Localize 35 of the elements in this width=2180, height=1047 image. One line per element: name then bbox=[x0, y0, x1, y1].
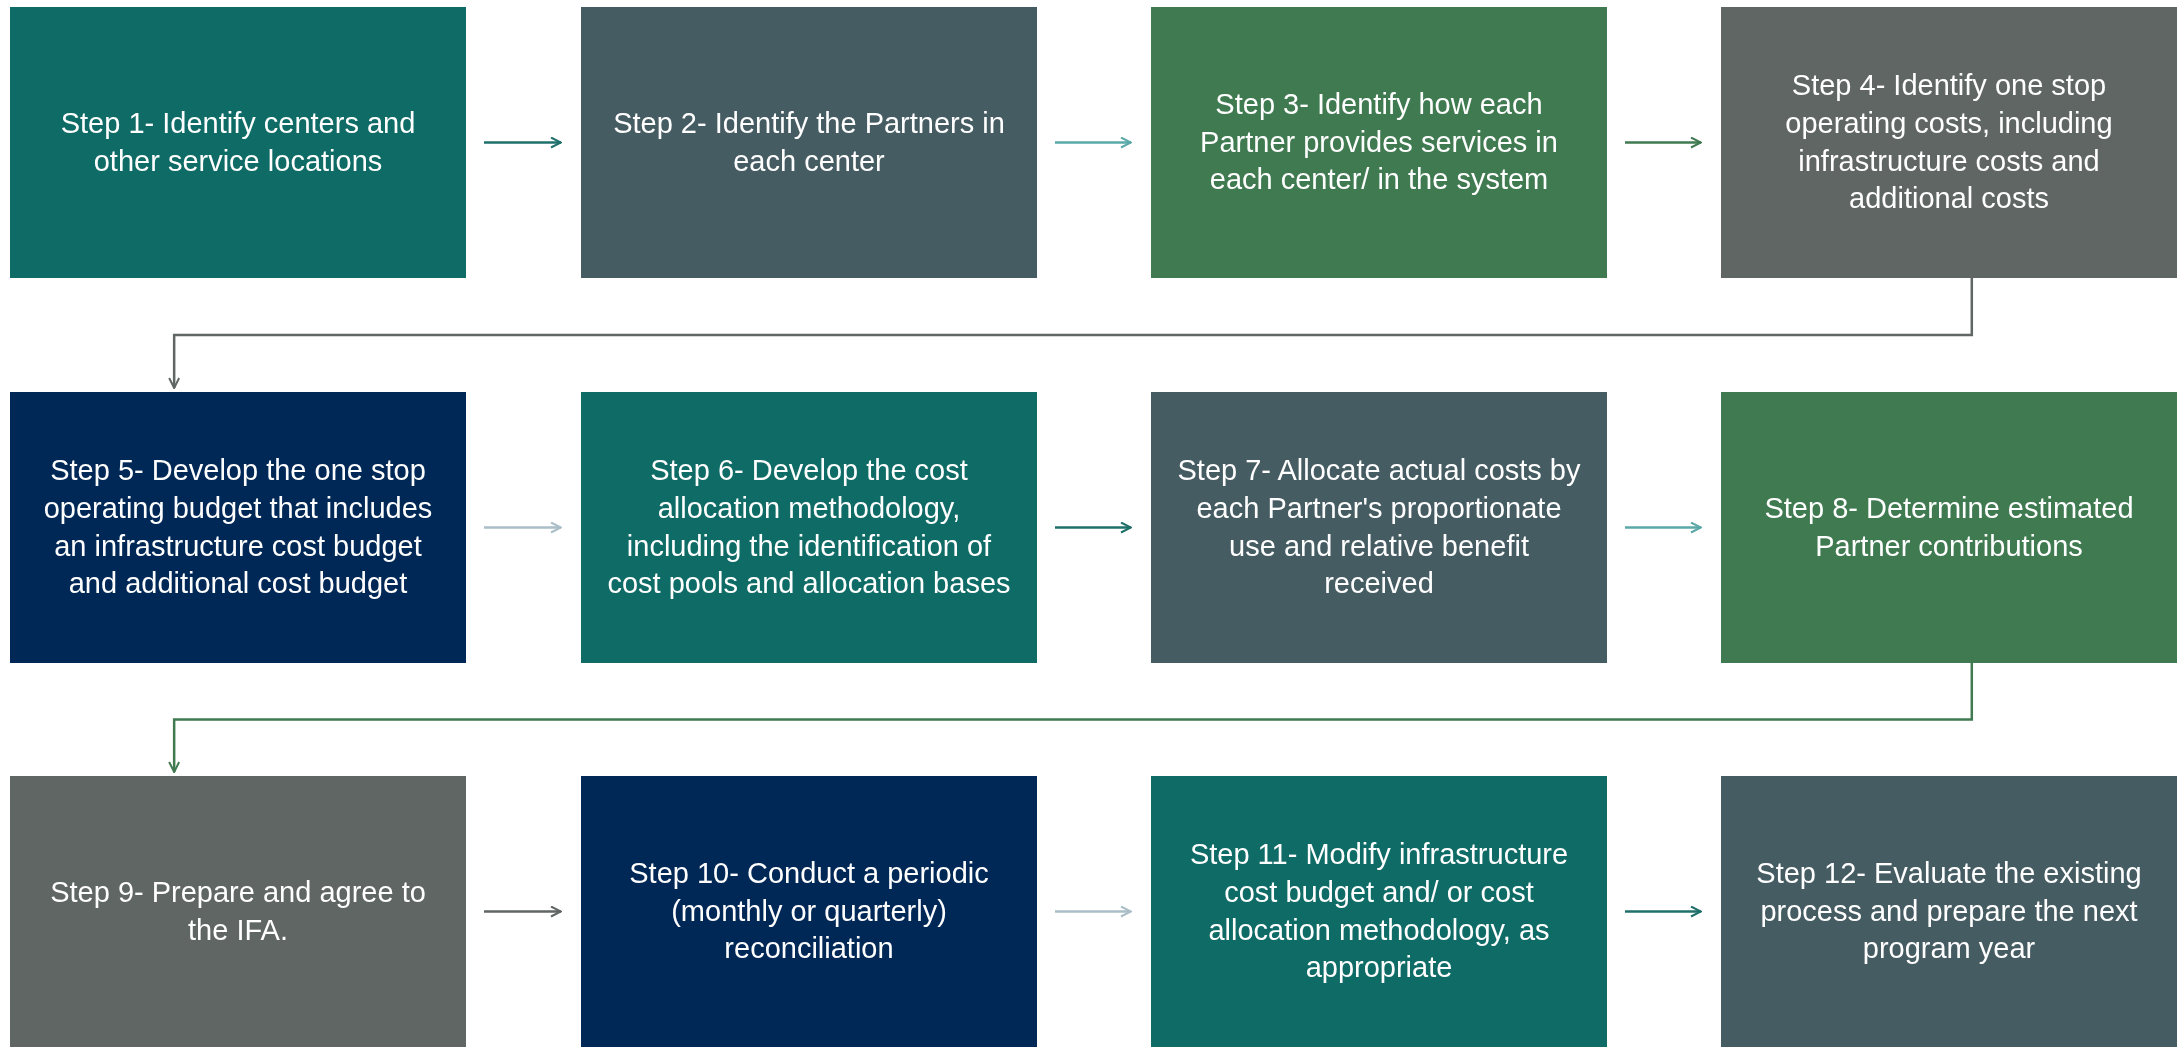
arrow bbox=[1055, 136, 1132, 149]
step-text: Step 9- Prepare and agree to the IFA. bbox=[49, 874, 427, 948]
step-text: Step 6- Develop the cost allocation methodology, including the identification of cost pools and allocation bases bbox=[606, 453, 1012, 602]
step-box bbox=[1721, 776, 2177, 1047]
step-box bbox=[10, 392, 466, 663]
step-text: Step 3- Identify how each Partner provides services in each center/ in the system bbox=[1199, 86, 1559, 198]
arrow bbox=[1055, 905, 1132, 918]
arrow bbox=[1625, 521, 1702, 534]
step-text: Step 7- Allocate actual costs by each Partner's proportionate use and relative benefit received bbox=[1176, 453, 1582, 602]
step-text: Step 4- Identify one stop operating costs, including infrastructure costs and additional costs bbox=[1784, 68, 2114, 217]
step-box bbox=[1151, 7, 1607, 278]
step-text: Step 11- Modify infrastructure cost budget and/ or cost allocation methodology, as appropriate bbox=[1188, 837, 1570, 986]
arrow bbox=[484, 521, 562, 534]
arrow bbox=[168, 278, 1974, 389]
step-box bbox=[581, 392, 1037, 663]
arrow bbox=[1625, 136, 1702, 149]
arrow bbox=[484, 136, 562, 149]
step-box bbox=[1151, 392, 1607, 663]
step-text: Step 1- Identify centers and other service locations bbox=[59, 105, 417, 179]
arrow bbox=[168, 663, 1974, 773]
step-text: Step 10- Conduct a periodic (monthly or quarterly) reconciliation bbox=[628, 855, 990, 967]
step-box bbox=[1151, 776, 1607, 1047]
arrow bbox=[484, 905, 562, 918]
step-text: Step 5- Develop the one stop operating budget that includes an infrastructure cost budget and additional cost budget bbox=[42, 453, 434, 602]
step-text: Step 2- Identify the Partners in each center bbox=[612, 105, 1006, 179]
step-text: Step 8- Determine estimated Partner contributions bbox=[1763, 490, 2135, 564]
arrow bbox=[1625, 905, 1702, 918]
arrow bbox=[1055, 521, 1132, 534]
step-text: Step 12- Evaluate the existing process and prepare the next program year bbox=[1755, 855, 2143, 967]
step-box bbox=[10, 776, 466, 1047]
step-box bbox=[1721, 392, 2177, 663]
step-box bbox=[10, 7, 466, 278]
step-box bbox=[1721, 7, 2177, 278]
step-box bbox=[581, 776, 1037, 1047]
step-box bbox=[581, 7, 1037, 278]
